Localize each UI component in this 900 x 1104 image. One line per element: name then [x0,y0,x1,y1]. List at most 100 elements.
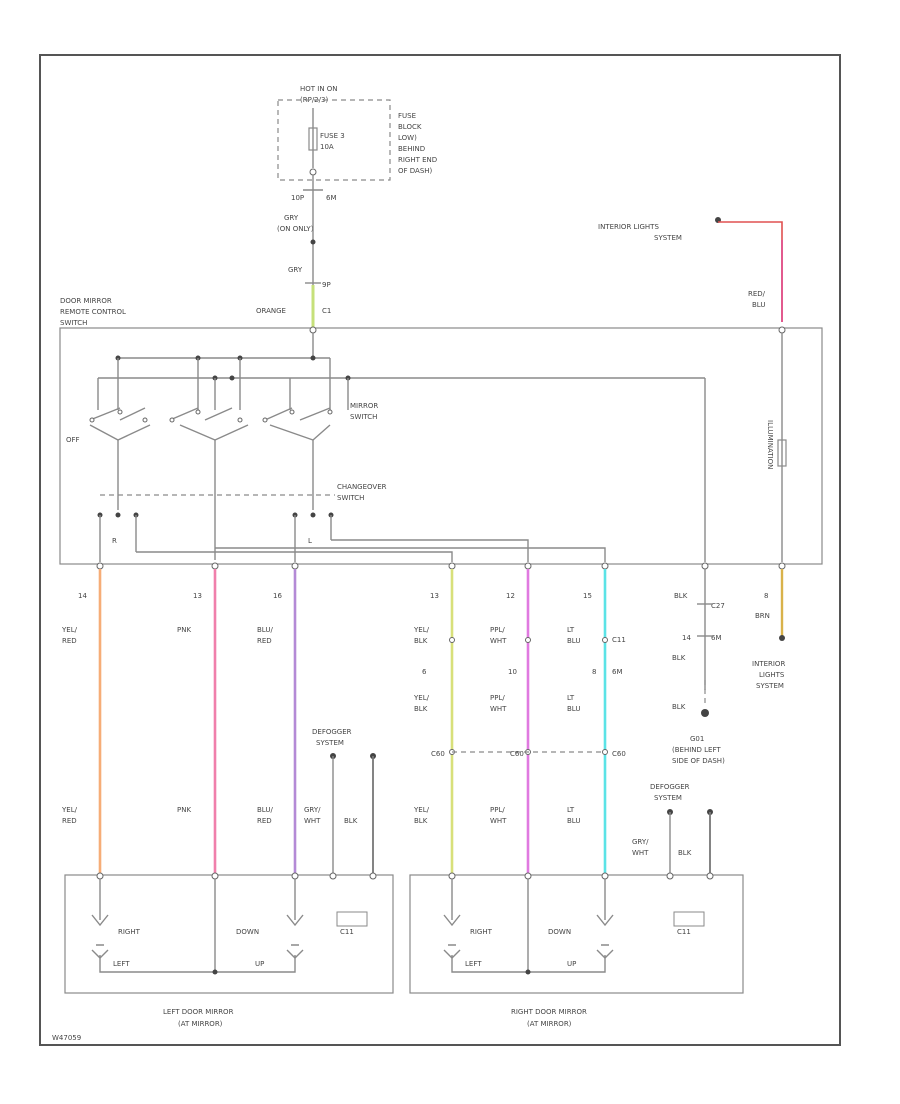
fuse-block-outline [277,99,391,181]
ground-c27: C27 [711,602,725,610]
mid-c11: C11 [612,636,626,644]
right-mirror-conn: C11 [677,928,691,936]
ground-pin-2: 6M [711,634,722,642]
wire-1-color-bot-1: PNK [177,806,191,814]
interior-wire-1: RED/ [748,290,766,298]
interior-bottom-line2: LIGHTS [759,671,785,679]
fuse-label-1: FUSE 3 [320,132,345,140]
defogger-right-w2: WHT [632,849,649,857]
wire-2-pin: 16 [273,592,282,600]
wire-4-pin: 12 [506,592,515,600]
left-mirror-conn: C11 [340,928,354,936]
gry-pin: 9P [322,281,331,289]
wire-1-color-top-1: PNK [177,626,191,634]
illumination-lamp [777,439,787,467]
mirror-switch-label-1: MIRROR [350,402,378,410]
defogger-right-w3: BLK [678,849,692,857]
left-mirror-left: LEFT [113,960,130,968]
interior-top-line1: INTERIOR LIGHTS [598,223,659,231]
mid-pin-2: 10 [508,668,517,676]
interior-lights-top: INTERIOR LIGHTS SYSTEM RED/ BLU [598,217,783,322]
wire-4-color-bot-2: WHT [490,817,507,825]
wire-4-color-bot-1: PPL/ [490,806,505,814]
defogger-left-line2: SYSTEM [316,739,344,747]
mid-c60c: C60 [612,750,626,758]
fuse-pin-b: 6M [326,194,337,202]
right-door-mirror: RIGHT DOWN LEFT UP RIGHT DOOR MIRROR (AT… [409,872,744,1028]
fuse-pin-a: 10P [291,194,304,202]
ground-branch: BLK 14 6M C27 BLK BLK G01 (BEHIND LEFT S… [672,569,725,765]
wire-3-color-bot-1: YEL/ [413,806,430,814]
wire-2-color-bot-1: BLU/ [257,806,273,814]
wire-2-color-top-2: RED [257,637,272,645]
wire-4-color-mid-1: PPL/ [490,694,505,702]
gry-label-2: (ON ONLY) [277,225,314,233]
wire-5-color-bot-1: LT [567,806,575,814]
mid-pin-3: 8 [592,668,596,676]
outer-frame [39,54,841,1046]
switch-box [59,327,823,565]
mid-6m: 6M [612,668,623,676]
gry-feed-wire: GRY (ON ONLY) GRY 9P ORANGE C1 [256,214,331,330]
right-mirror-down: DOWN [548,928,571,936]
right-mirror-left: LEFT [465,960,482,968]
wire-5-pin: 15 [583,592,592,600]
interior-bottom-line3: SYSTEM [756,682,784,690]
mirror-wires: 14YEL/REDYEL/RED13PNKPNK16BLU/REDBLU/RED… [61,569,608,873]
wire-3-color-mid-1: YEL/ [413,694,430,702]
wire-3-color-top-1: YEL/ [413,626,430,634]
ground-pin: 14 [682,634,691,642]
wire-5-color-top-2: BLU [567,637,580,645]
mid-c60b: C60 [510,750,524,758]
fuse-block: HOT IN ON (RP/2/3) FUSE 3 10A FUSE BLOCK… [277,85,437,215]
left-door-mirror: RIGHT DOWN LEFT UP LEFT DOOR MIRROR (AT … [64,872,394,1028]
mid-pin-1: 6 [422,668,427,676]
switch-title-3: SWITCH [60,319,87,327]
wire-3-color-mid-2: BLK [414,705,428,713]
diagram-id: W47059 [52,1034,81,1042]
wire-5-color-mid-2: BLU [567,705,580,713]
wire-4-color-mid-2: WHT [490,705,507,713]
wire-5-color-bot-2: BLU [567,817,580,825]
wire-4-color-top-1: PPL/ [490,626,505,634]
wire-5-color-mid-1: LT [567,694,575,702]
wire-3-pin: 13 [430,592,439,600]
defogger-left-w2: WHT [304,817,321,825]
wire-4-color-top-2: WHT [490,637,507,645]
defogger-right-w1: GRY/ [632,838,649,846]
changeover-pin-l: L [308,537,312,545]
illumination-label: ILLUMINATION [766,420,774,469]
wire-2-color-bot-2: RED [257,817,272,825]
ground-blk-2: BLK [672,654,686,662]
wire-5-splice-1 [602,749,608,755]
wire-0-color-bot-2: RED [62,817,77,825]
fuse-label-8: OF DASH) [398,167,433,175]
right-mirror-right: RIGHT [470,928,493,936]
ground-id: G01 [690,735,704,743]
fuse-label-3: FUSE [398,112,416,120]
wire-5-color-top-1: LT [567,626,575,634]
defogger-right-line2: SYSTEM [654,794,682,802]
fuse-label-7: RIGHT END [398,156,437,164]
orange-label: ORANGE [256,307,286,315]
wire-0-pin: 14 [78,592,87,600]
right-mirror-title: RIGHT DOOR MIRROR [511,1008,587,1016]
defogger-left-line1: DEFOGGER [312,728,352,736]
interior-bottom-line1: INTERIOR [752,660,785,668]
right-mirror-subtitle: (AT MIRROR) [527,1020,572,1028]
fuse-label-4: BLOCK [398,123,422,131]
wire-4-splice-0 [525,637,531,643]
gry-label-1: GRY [284,214,299,222]
ground-point [701,709,709,717]
ground-blk-3: BLK [672,703,686,711]
wire-3-color-bot-2: BLK [414,817,428,825]
ground-blk-1: BLK [674,592,688,600]
wire-3-color-top-2: BLK [414,637,428,645]
defogger-left-w1: GRY/ [304,806,321,814]
defogger-right: DEFOGGER SYSTEM GRY/ WHT BLK [632,783,713,875]
left-mirror-up: UP [255,960,264,968]
switch-title-2: REMOTE CONTROL [60,308,126,316]
fuse-label-5: LOW) [398,134,417,142]
